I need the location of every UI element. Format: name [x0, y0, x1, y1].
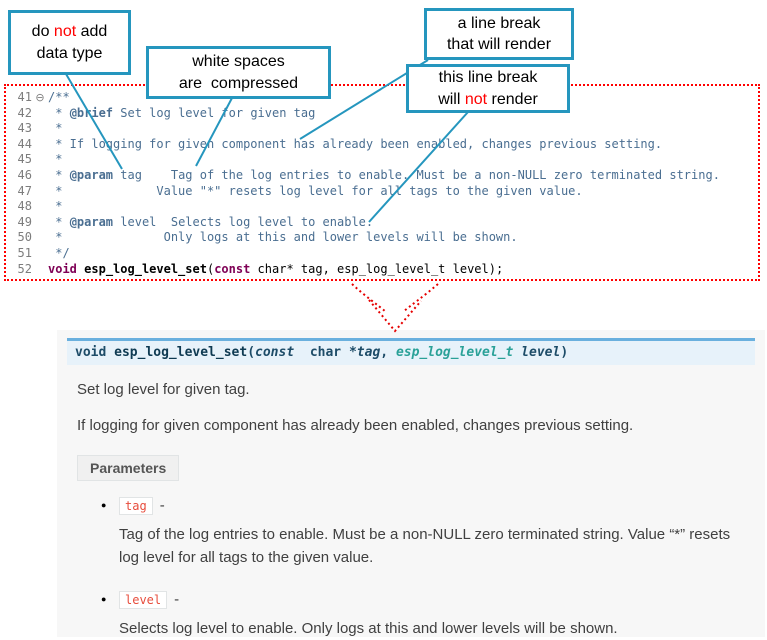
line-number[interactable]: 46 — [6, 168, 32, 184]
code-text: * @param tag Tag of the log entries to e… — [48, 168, 720, 184]
fold-collapse-icon[interactable]: ⊖ — [32, 90, 48, 106]
fold-gutter — [32, 106, 48, 122]
fold-gutter — [32, 199, 48, 215]
type-link[interactable]: esp_log_level_t — [396, 345, 513, 360]
line-number[interactable]: 42 — [6, 106, 32, 122]
signature-token: , — [380, 345, 396, 360]
callout-text: white spaces — [192, 51, 285, 72]
fold-gutter — [32, 246, 48, 262]
code-line[interactable]: 48 * — [6, 199, 758, 215]
fold-gutter — [32, 152, 48, 168]
code-editor[interactable]: 41⊖/**42 * @brief Set log level for give… — [4, 84, 760, 281]
line-number[interactable]: 48 — [6, 199, 32, 215]
param-separator: - — [160, 497, 165, 514]
code-line[interactable]: 43 * — [6, 121, 758, 137]
code-text: * — [48, 199, 62, 215]
line-number[interactable]: 47 — [6, 184, 32, 200]
code-line[interactable]: 50 * Only logs at this and lower levels … — [6, 230, 758, 246]
code-text: * @param level Selects log level to enab… — [48, 215, 373, 231]
param-name-line: level- — [119, 591, 765, 609]
line-number[interactable]: 52 — [6, 262, 32, 278]
code-line[interactable]: 49 * @param level Selects log level to e… — [6, 215, 758, 231]
code-lines: 41⊖/**42 * @brief Set log level for give… — [6, 90, 758, 277]
fold-gutter — [32, 230, 48, 246]
code-line[interactable]: 45 * — [6, 152, 758, 168]
code-text: * Value "*" resets log level for all tag… — [48, 184, 583, 200]
code-line[interactable]: 52 void esp_log_level_set(const char* tag… — [6, 262, 758, 278]
signature-token: ( — [247, 345, 255, 360]
param-name-line: tag- — [119, 497, 765, 515]
code-line[interactable]: 44 * If logging for given component has … — [6, 137, 758, 153]
code-line[interactable]: 41⊖/** — [6, 90, 758, 106]
code-text: * — [48, 152, 62, 168]
code-line[interactable]: 46 * @param tag Tag of the log entries t… — [6, 168, 758, 184]
param-item: level-Selects log level to enable. Only … — [101, 591, 765, 640]
fold-gutter — [32, 215, 48, 231]
fold-gutter — [32, 121, 48, 137]
signature-token: ) — [560, 345, 568, 360]
callout-text: data type — [37, 43, 103, 64]
code-line[interactable]: 42 * @brief Set log level for given tag — [6, 106, 758, 122]
signature-token — [106, 345, 114, 360]
code-text: /** — [48, 90, 70, 106]
signature-token: level — [521, 345, 560, 360]
signature-token: const — [255, 345, 294, 360]
callout-text: a line break — [458, 13, 541, 34]
doc-brief-paragraph: Set log level for given tag. — [77, 379, 739, 401]
line-number[interactable]: 51 — [6, 246, 32, 262]
code-text: */ — [48, 246, 70, 262]
code-text: void esp_log_level_set(const char* tag, … — [48, 262, 503, 278]
param-item: tag- Tag of the log entries to enable. Mu… — [101, 497, 765, 570]
fold-gutter — [32, 168, 48, 184]
callout-text: do not add — [32, 21, 108, 42]
callout-text: this line break — [439, 67, 538, 88]
line-number[interactable]: 49 — [6, 215, 32, 231]
callout-text: that will render — [447, 34, 551, 55]
code-line[interactable]: 47 * Value "*" resets log level for all … — [6, 184, 758, 200]
line-number[interactable]: 41 — [6, 90, 32, 106]
parameters-list: tag-Tag of the log entries to enable. Mu… — [101, 497, 765, 640]
code-text: * — [48, 121, 62, 137]
callout-text: are compressed — [179, 73, 298, 94]
function-signature: void esp_log_level_set(const char *tag, … — [67, 338, 755, 365]
code-text: * @brief Set log level for given tag — [48, 106, 315, 122]
param-description: Tag of the log entries to enable. Must b… — [119, 523, 753, 570]
line-number[interactable]: 45 — [6, 152, 32, 168]
signature-token: esp_log_level_set — [114, 345, 247, 360]
signature-token — [513, 345, 521, 360]
param-name-literal: level — [119, 591, 167, 609]
fold-gutter — [32, 137, 48, 153]
code-text: * If logging for given component has alr… — [48, 137, 662, 153]
parameters-label: Parameters — [77, 455, 179, 481]
signature-token: char * — [294, 345, 357, 360]
fold-gutter — [32, 184, 48, 200]
code-text: * Only logs at this and lower levels wil… — [48, 230, 518, 246]
line-number[interactable]: 43 — [6, 121, 32, 137]
rendered-doc-panel: void esp_log_level_set(const char *tag, … — [57, 330, 765, 637]
code-line[interactable]: 51 */ — [6, 246, 758, 262]
param-separator: - — [174, 591, 179, 608]
fold-gutter — [32, 262, 48, 278]
signature-token: tag — [357, 345, 380, 360]
line-number[interactable]: 50 — [6, 230, 32, 246]
line-number[interactable]: 44 — [6, 137, 32, 153]
param-name-literal: tag — [119, 497, 153, 515]
signature-token: void — [75, 345, 106, 360]
callout-text: will not render — [438, 89, 538, 110]
renders-to-arrow-icon — [352, 284, 438, 331]
doc-description-paragraph: If logging for given component has alrea… — [77, 415, 739, 437]
